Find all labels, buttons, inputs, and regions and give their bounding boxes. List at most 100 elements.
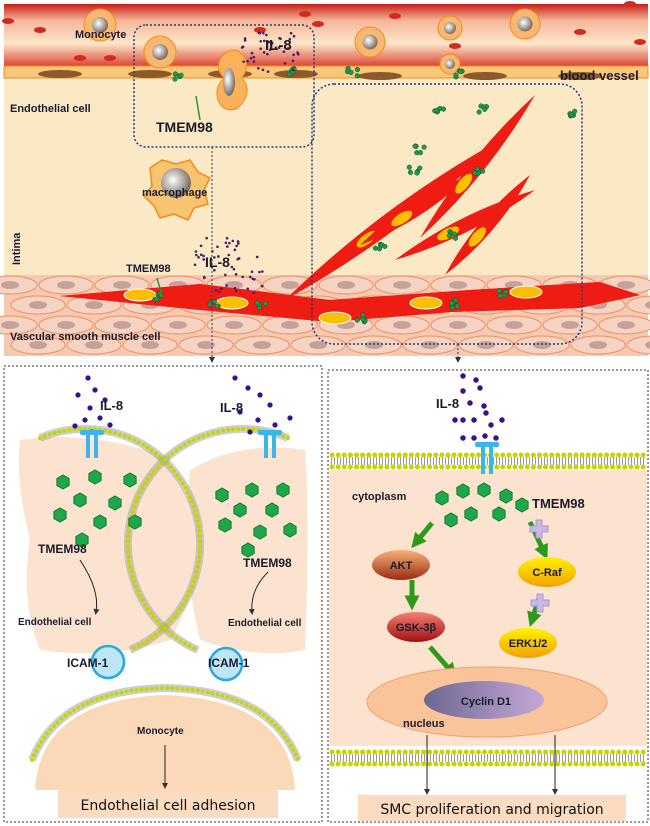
smc-nuclei	[123, 285, 543, 325]
smc-cell-nucleus	[29, 341, 47, 349]
endothelial-cell-left-body	[18, 437, 198, 654]
tmem98-hexagon	[515, 497, 529, 513]
il8-receptor-left	[80, 430, 104, 458]
il8-particle	[217, 290, 221, 294]
il8-particle	[257, 392, 263, 398]
red-blood-cell	[312, 21, 324, 27]
tmem98-hexagon	[435, 490, 449, 506]
red-blood-cell	[449, 43, 461, 49]
il8-particle	[223, 273, 227, 277]
il8-particle	[452, 417, 458, 423]
il8-particle	[213, 268, 216, 272]
il8-particle	[258, 270, 261, 274]
smc-cell-nucleus	[617, 321, 635, 329]
tmem98-hexagon	[477, 482, 491, 498]
label-nucleus: nucleus	[403, 718, 445, 730]
il8-particle	[233, 286, 237, 290]
top-panel: Monocyte IL-8 blood vessel Endothelial c…	[0, 1, 650, 363]
label-endothelial-cell: Endothelial cell	[10, 103, 91, 115]
tmem98-particle	[414, 170, 420, 176]
il8-particle	[279, 37, 282, 41]
smc-nucleus	[123, 288, 157, 302]
il8-particle	[247, 429, 253, 435]
il8-particle	[471, 435, 477, 441]
tmem98-hexagon	[75, 532, 89, 548]
il8-particle	[225, 236, 229, 240]
il8-particle	[199, 253, 203, 257]
il8-particle	[205, 236, 209, 240]
smc-cell-nucleus	[617, 281, 635, 289]
monocyte-nucleus	[444, 22, 456, 34]
il8-particle	[291, 68, 295, 72]
il8-particle	[210, 265, 214, 269]
il8-particle	[262, 51, 266, 54]
tmem98-hexagon	[123, 472, 137, 488]
il8-particle	[194, 250, 198, 253]
il8-particle	[473, 377, 479, 383]
smc-nucleus	[318, 311, 352, 325]
il8-particle	[202, 258, 205, 261]
il8-particle	[234, 273, 238, 276]
tmem98-particle	[214, 303, 220, 309]
il8-particle	[286, 47, 290, 50]
label-icam1-right: ICAM-1	[208, 656, 250, 670]
il8-particle	[261, 68, 265, 72]
smc-cell-nucleus	[477, 341, 495, 349]
il8-particle	[237, 242, 240, 245]
il8-particles	[193, 31, 300, 295]
smc-cell-nucleus	[29, 301, 47, 309]
label-tmem98-top: TMEM98	[156, 119, 213, 135]
tmem98-particle	[211, 299, 217, 305]
label-endothelial-left: Endothelial cell	[18, 617, 92, 628]
tmem98-pointer-top	[195, 95, 201, 121]
tmem98-particle	[262, 301, 269, 307]
il8-particle	[202, 254, 205, 258]
il8-particle	[257, 67, 260, 70]
tmem98-particle	[406, 164, 412, 170]
il8-particle	[82, 417, 88, 423]
il8-particle	[237, 257, 241, 260]
smc-cell-nucleus	[281, 281, 299, 289]
tmem98-particle	[449, 300, 455, 306]
tmem98-particle	[454, 303, 460, 309]
label-tmem98: TMEM98	[532, 496, 585, 511]
tmem98-particle	[354, 73, 360, 79]
craf-node	[518, 557, 576, 587]
akt-node	[372, 550, 430, 580]
migrating-smc	[360, 175, 470, 245]
label-akt: AKT	[390, 560, 413, 572]
label-intima: Intima	[11, 232, 23, 265]
il8-particle	[195, 253, 198, 257]
inhibition-cross-2	[530, 593, 550, 613]
il8-particle	[265, 33, 268, 37]
tmem98-hexagon	[233, 502, 247, 518]
tmem98-hexagon	[444, 512, 458, 528]
right-panel: IL-8 cytoplasm TMEM98 AKT GSK-3β C-Raf E…	[327, 369, 649, 823]
il8-particle	[249, 57, 253, 60]
red-blood-cell	[104, 55, 116, 61]
label-il8-left: IL-8	[100, 398, 123, 413]
icam1-left	[90, 644, 126, 680]
icam1-right	[208, 646, 244, 682]
il8-particle	[246, 59, 249, 63]
il8-particle	[460, 435, 466, 441]
tmem98-particle	[348, 69, 354, 75]
il8-particle	[236, 240, 240, 243]
il8-particle	[483, 410, 489, 416]
monocyte-nucleus	[92, 17, 108, 33]
il8-particle	[234, 289, 238, 293]
tmem98-hexagon	[218, 517, 232, 533]
il8-particle	[233, 248, 237, 252]
smc-cell-nucleus	[1, 281, 19, 289]
tmem98-clusters	[152, 65, 578, 325]
caption-smc-proliferation: SMC proliferation and migration	[380, 802, 603, 818]
smc-cell-nucleus	[85, 301, 103, 309]
il8-particle	[460, 373, 466, 379]
il8-particle	[246, 287, 250, 291]
monocyte-nucleus	[362, 34, 378, 50]
il8-particle	[460, 417, 466, 423]
red-blood-cells	[2, 1, 646, 61]
il8-particle	[197, 256, 200, 259]
il8-particle	[225, 284, 228, 287]
